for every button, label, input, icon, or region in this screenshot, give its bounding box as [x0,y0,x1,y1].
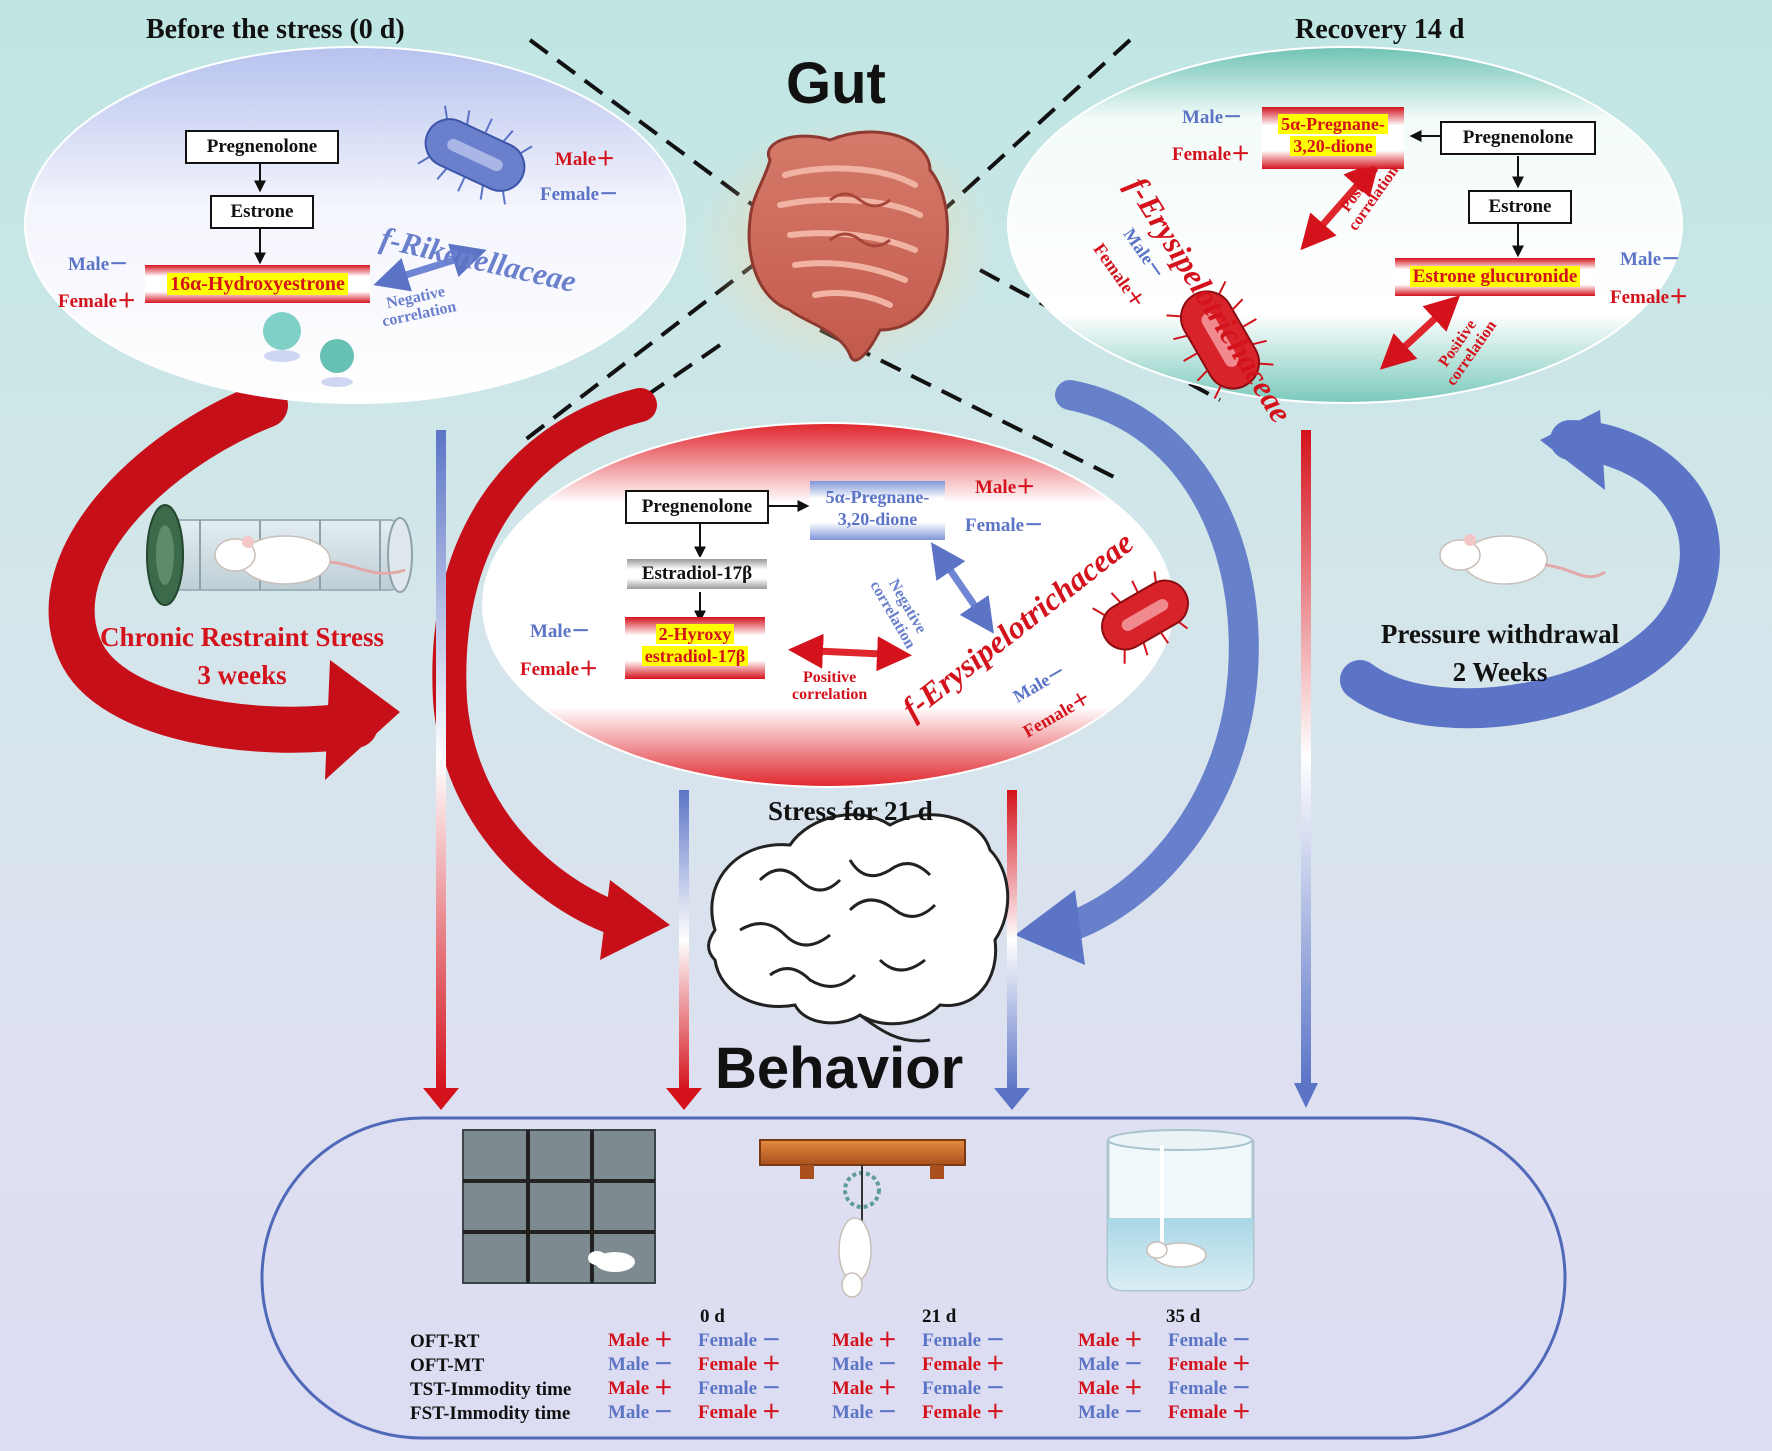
row-label: TST-Immodity time [410,1379,572,1400]
chronic-stress-label: Chronic Restraint Stress 3 weeks [72,618,412,694]
pregnenolone-box-recovery: Pregnenolone [1440,121,1596,155]
stress-positive-correlation-line1: Positive [802,669,857,686]
brain-illustration [707,813,1010,1043]
pressure-withdrawal-line2: 2 Weeks [1452,657,1548,687]
table-row: Male －Female ＋ [1078,1354,1251,1375]
behavior-title: Behavior [715,1036,964,1101]
row-label: OFT-MT [410,1355,485,1376]
pregnanedione-line2-recovery: 3,20-dione [1262,135,1404,157]
table-row: Male ＋Female － [832,1378,1005,1399]
estrone-glucuronide-box: Estrone glucuronide [1395,258,1595,296]
recovery-female-a-label: Female＋ [1172,144,1251,165]
column-35d: 35 d Male ＋Female － Male －Female ＋ Male … [1078,1305,1251,1425]
before-stress-ellipse [24,46,686,404]
table-row: Male ＋Female － [608,1378,781,1399]
tail-suspension-test-icon [759,1139,966,1298]
column-header: 0 d [700,1306,725,1327]
before-stress-title: Before the stress (0 d) [146,14,405,45]
stress-female-a-label: Female＋ [520,659,599,680]
table-row: Male ＋Female － [1078,1330,1251,1351]
recovery-female-b-label: Female＋ [1610,287,1689,308]
hydroxyestradiol-line2: estradiol-17β [625,645,765,667]
rikenellaceae-bacterium-icon [417,105,533,205]
pressure-withdrawal-arrow [1340,410,1720,729]
table-row: Male －Female ＋ [832,1354,1005,1375]
estrone-box-recovery: Estrone [1468,190,1572,224]
table-row: Male －Female ＋ [1078,1402,1251,1423]
recovery-male-b-label: Male－ [1620,249,1681,270]
recovery-to-brain-arrow [1015,380,1259,965]
pregnenolone-box-before: Pregnenolone [185,130,339,164]
hydroxyestradiol-line1: 2-Hyroxy [625,623,765,645]
table-row: Male ＋Female － [608,1330,781,1351]
stress-to-brain-arrow [432,388,670,960]
hydroxyestrone-box: 16α-Hydroxyestrone [145,265,370,303]
row-label: OFT-RT [410,1331,480,1352]
stress-title: Stress for 21 d [768,796,933,826]
rikenellaceae-male-label: Male＋ [555,149,616,170]
chronic-stress-line1: Chronic Restraint Stress [100,622,384,652]
recovery-male-a-label: Male－ [1182,107,1243,128]
column-0d: 0 d Male ＋Female － Male －Female ＋ Male ＋… [608,1305,781,1425]
stress-male-b-label: Male＋ [975,477,1036,498]
table-row: Male ＋Female － [832,1330,1005,1351]
before-male-label: Male－ [68,254,129,275]
pregnanedione-line2-stress: 3,20-dione [837,509,918,529]
table-row: Male －Female ＋ [608,1402,781,1423]
table-row: Male －Female ＋ [832,1402,1005,1423]
pregnanedione-box-stress: 5α-Pregnane-3,20-dione [810,481,945,540]
pressure-withdrawal-line1: Pressure withdrawal [1380,619,1620,649]
table-row: Male －Female ＋ [608,1354,781,1375]
stress-positive-correlation-line2: correlation [792,685,868,703]
stress-female-b-label: Female－ [965,515,1044,536]
pressure-withdrawal-label: Pressure withdrawal 2 Weeks [1340,615,1660,691]
erysipelotrichaceae-bacterium-icon-recovery [1166,280,1274,400]
column-header: 21 d [922,1306,957,1327]
recovery-ellipse [1007,46,1683,404]
rikenellaceae-female-label: Female－ [540,184,619,205]
chronic-stress-line2: 3 weeks [197,660,287,690]
estradiol-box: Estradiol-17β [625,557,769,591]
erysipelotrichaceae-bacterium-icon-stress [1092,571,1189,664]
hydroxyestrone-label: 16α-Hydroxyestrone [167,273,348,295]
gut-illustration [695,120,995,370]
column-header: 35 d [1166,1306,1201,1327]
pregnanedione-box-recovery: 5α-Pregnane-3,20-dione [1262,107,1404,169]
column-21d: 21 d Male ＋Female － Male －Female ＋ Male … [832,1305,1005,1425]
pregnanedione-line1-recovery: 5α-Pregnane- [1262,113,1404,135]
table-row: Male ＋Female － [1078,1378,1251,1399]
correlation-arrows [373,159,1461,672]
estrone-box-before: Estrone [210,195,314,229]
chronic-stress-arrow [48,382,400,780]
restraint-tube-with-rat [146,504,413,606]
pill-icons [263,312,354,387]
open-field-test-icon [462,1129,656,1284]
recovery-title: Recovery 14 d [1295,14,1465,45]
row-label: FST-Immodity time [410,1403,571,1424]
rat-icon-recovery [1439,534,1606,585]
forced-swim-test-icon [1106,1129,1255,1292]
gut-title: Gut [786,51,886,116]
before-female-label: Female＋ [58,291,137,312]
pregnenolone-box-stress: Pregnenolone [625,490,769,524]
pregnanedione-line1-stress: 5α-Pregnane- [825,487,930,507]
behavior-row-labels: OFT-RT OFT-MT TST-Immodity time FST-Immo… [410,1330,571,1426]
estrone-glucuronide-label: Estrone glucuronide [1409,266,1581,287]
behavior-container [260,1116,1567,1440]
stress-male-a-label: Male－ [530,621,591,642]
vertical-arrows [423,430,1318,1110]
